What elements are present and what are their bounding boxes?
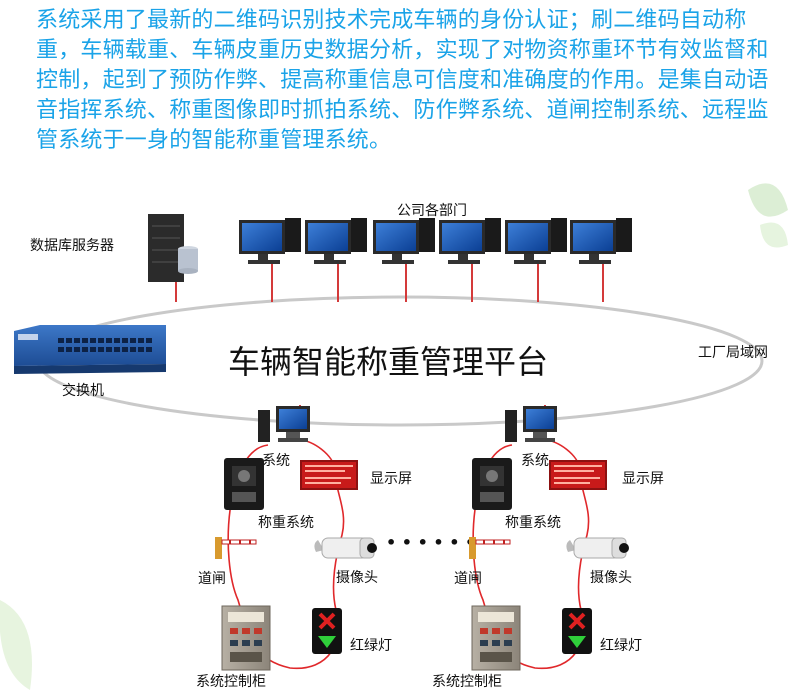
weighing-system-label: 称重系统	[505, 515, 561, 531]
db-server-label: 数据库服务器	[30, 238, 114, 254]
system-label: 系统	[521, 453, 549, 469]
control-cabinet-icon	[221, 605, 271, 671]
departments-label: 公司各部门	[397, 203, 467, 219]
display-label: 显示屏	[370, 471, 412, 487]
department-computer-icon	[505, 218, 567, 264]
station-computer-icon	[258, 406, 310, 442]
traffic-light-icon	[312, 608, 342, 654]
camera-icon	[566, 537, 629, 559]
station-computer-icon	[505, 406, 557, 442]
database-server-icon	[148, 214, 198, 282]
barrier-gate-icon	[469, 537, 511, 559]
weighing-system-label: 称重系统	[258, 515, 314, 531]
leaf-decoration	[0, 183, 788, 690]
system-label: 系统	[262, 453, 290, 469]
traffic-light-label: 红绿灯	[600, 638, 642, 654]
led-display-icon	[300, 460, 358, 490]
lan-label: 工厂局域网	[698, 345, 768, 361]
department-computer-icon	[439, 218, 501, 264]
department-links	[175, 262, 604, 302]
department-computer-icon	[570, 218, 632, 264]
control-cabinet-icon	[471, 605, 521, 671]
weighing-terminal-icon	[224, 458, 264, 510]
traffic-light-icon	[562, 608, 592, 654]
camera-icon	[314, 537, 377, 559]
display-label: 显示屏	[622, 471, 664, 487]
station-1: 系统 显示屏 称重系统 道闸	[196, 406, 412, 690]
control-cabinet-label: 系统控制柜	[432, 674, 502, 690]
department-computer-icon	[239, 218, 301, 264]
traffic-light-label: 红绿灯	[350, 638, 392, 654]
barrier-gate-icon	[215, 537, 257, 559]
more-stations-ellipsis: • • • • • •	[386, 533, 475, 552]
department-computers	[239, 218, 632, 264]
camera-label: 摄像头	[590, 570, 632, 586]
switch-label: 交换机	[62, 382, 104, 399]
gate-label: 道闸	[198, 571, 226, 587]
camera-label: 摄像头	[336, 570, 378, 586]
weighing-terminal-icon	[472, 458, 512, 510]
station-2: 系统 显示屏 称重系统 道闸	[432, 406, 664, 690]
intro-paragraph: 系统采用了最新的二维码识别技术完成车辆的身份认证；刷二维码自动称重，车辆载重、车…	[36, 8, 769, 153]
led-display-icon	[549, 460, 607, 490]
department-computer-icon	[373, 218, 435, 264]
control-cabinet-label: 系统控制柜	[196, 674, 266, 690]
department-computer-icon	[305, 218, 367, 264]
platform-title: 车辆智能称重管理平台	[228, 343, 548, 381]
gate-label: 道闸	[454, 571, 482, 587]
switch-icon	[14, 325, 166, 374]
